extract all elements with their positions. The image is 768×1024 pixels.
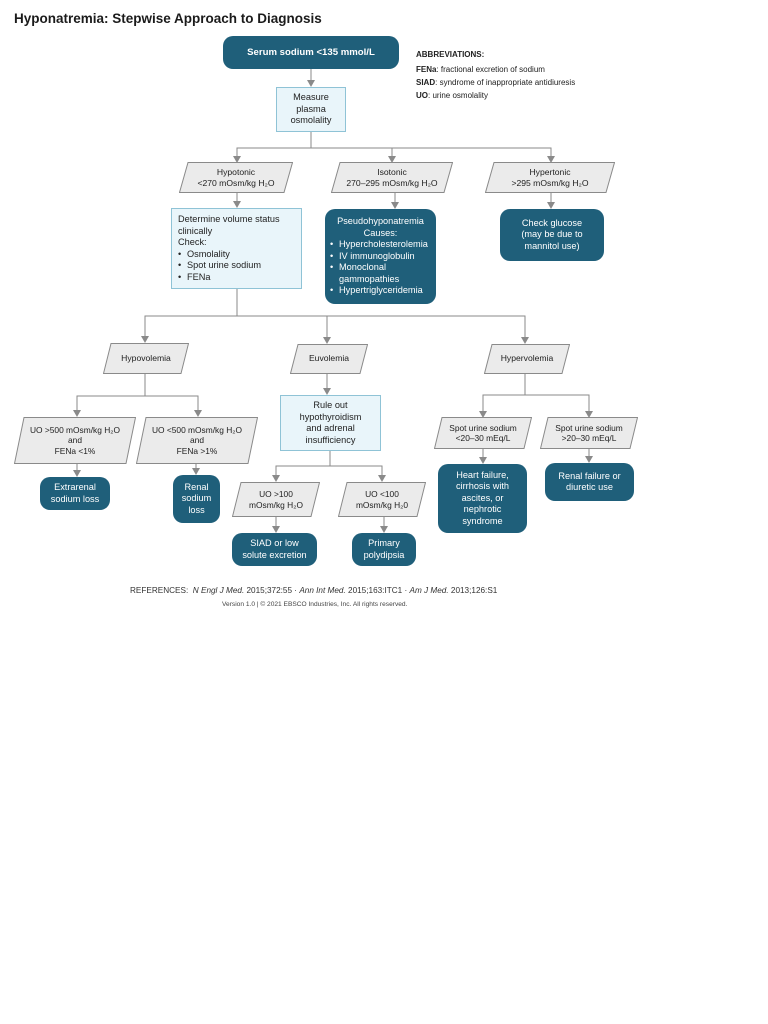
link-hypovolemia-uo <box>76 374 199 413</box>
node-hypertonic: Hypertonic>295 mOsm/kg H₂O <box>485 162 615 193</box>
pseudo-causes-list: Hypercholesterolemia IV immunoglobulin M… <box>330 239 431 297</box>
abbrev-fena: FENa: fractional excretion of sodium <box>416 65 545 74</box>
node-hypovolemia: Hypovolemia <box>103 343 189 374</box>
abbrev-uo: UO: urine osmolality <box>416 91 489 100</box>
abbrev-siad: SIAD: syndrome of inappropriate antidiur… <box>416 78 576 87</box>
references: REFERENCES: N Engl J Med. 2015;372:55 · … <box>130 586 498 595</box>
version-copyright: Version 1.0 | © 2021 EBSCO Industries, I… <box>222 601 408 608</box>
node-start-serum-sodium: Serum sodium <135 mmol/L <box>223 36 399 69</box>
page-title: Hyponatremia: Stepwise Approach to Diagn… <box>14 11 322 26</box>
abbreviations-heading: ABBREVIATIONS: <box>416 50 485 59</box>
node-hypervolemia: Hypervolemia <box>484 344 570 374</box>
node-euvolemia: Euvolemia <box>290 344 368 374</box>
node-pseudohyponatremia: Pseudohyponatremia Causes: Hypercholeste… <box>325 209 436 304</box>
node-hypotonic: Hypotonic<270 mOsm/kg H₂O <box>179 162 293 193</box>
node-spot-urine-lt: Spot urine sodium<20–30 mEq/L <box>434 417 532 449</box>
link-ruleout-uo <box>275 451 383 479</box>
link-measure-tonicity <box>236 132 552 161</box>
node-determine-volume: Determine volume status clinically Check… <box>171 208 302 289</box>
volume-check-list: Osmolality Spot urine sodium FENa <box>178 249 261 284</box>
abbreviations-legend: ABBREVIATIONS: FENa: fractional excretio… <box>416 49 606 103</box>
node-spot-urine-gt: Spot urine sodium>20–30 mEq/L <box>540 417 638 449</box>
link-hypervolemia-spot <box>482 374 590 414</box>
